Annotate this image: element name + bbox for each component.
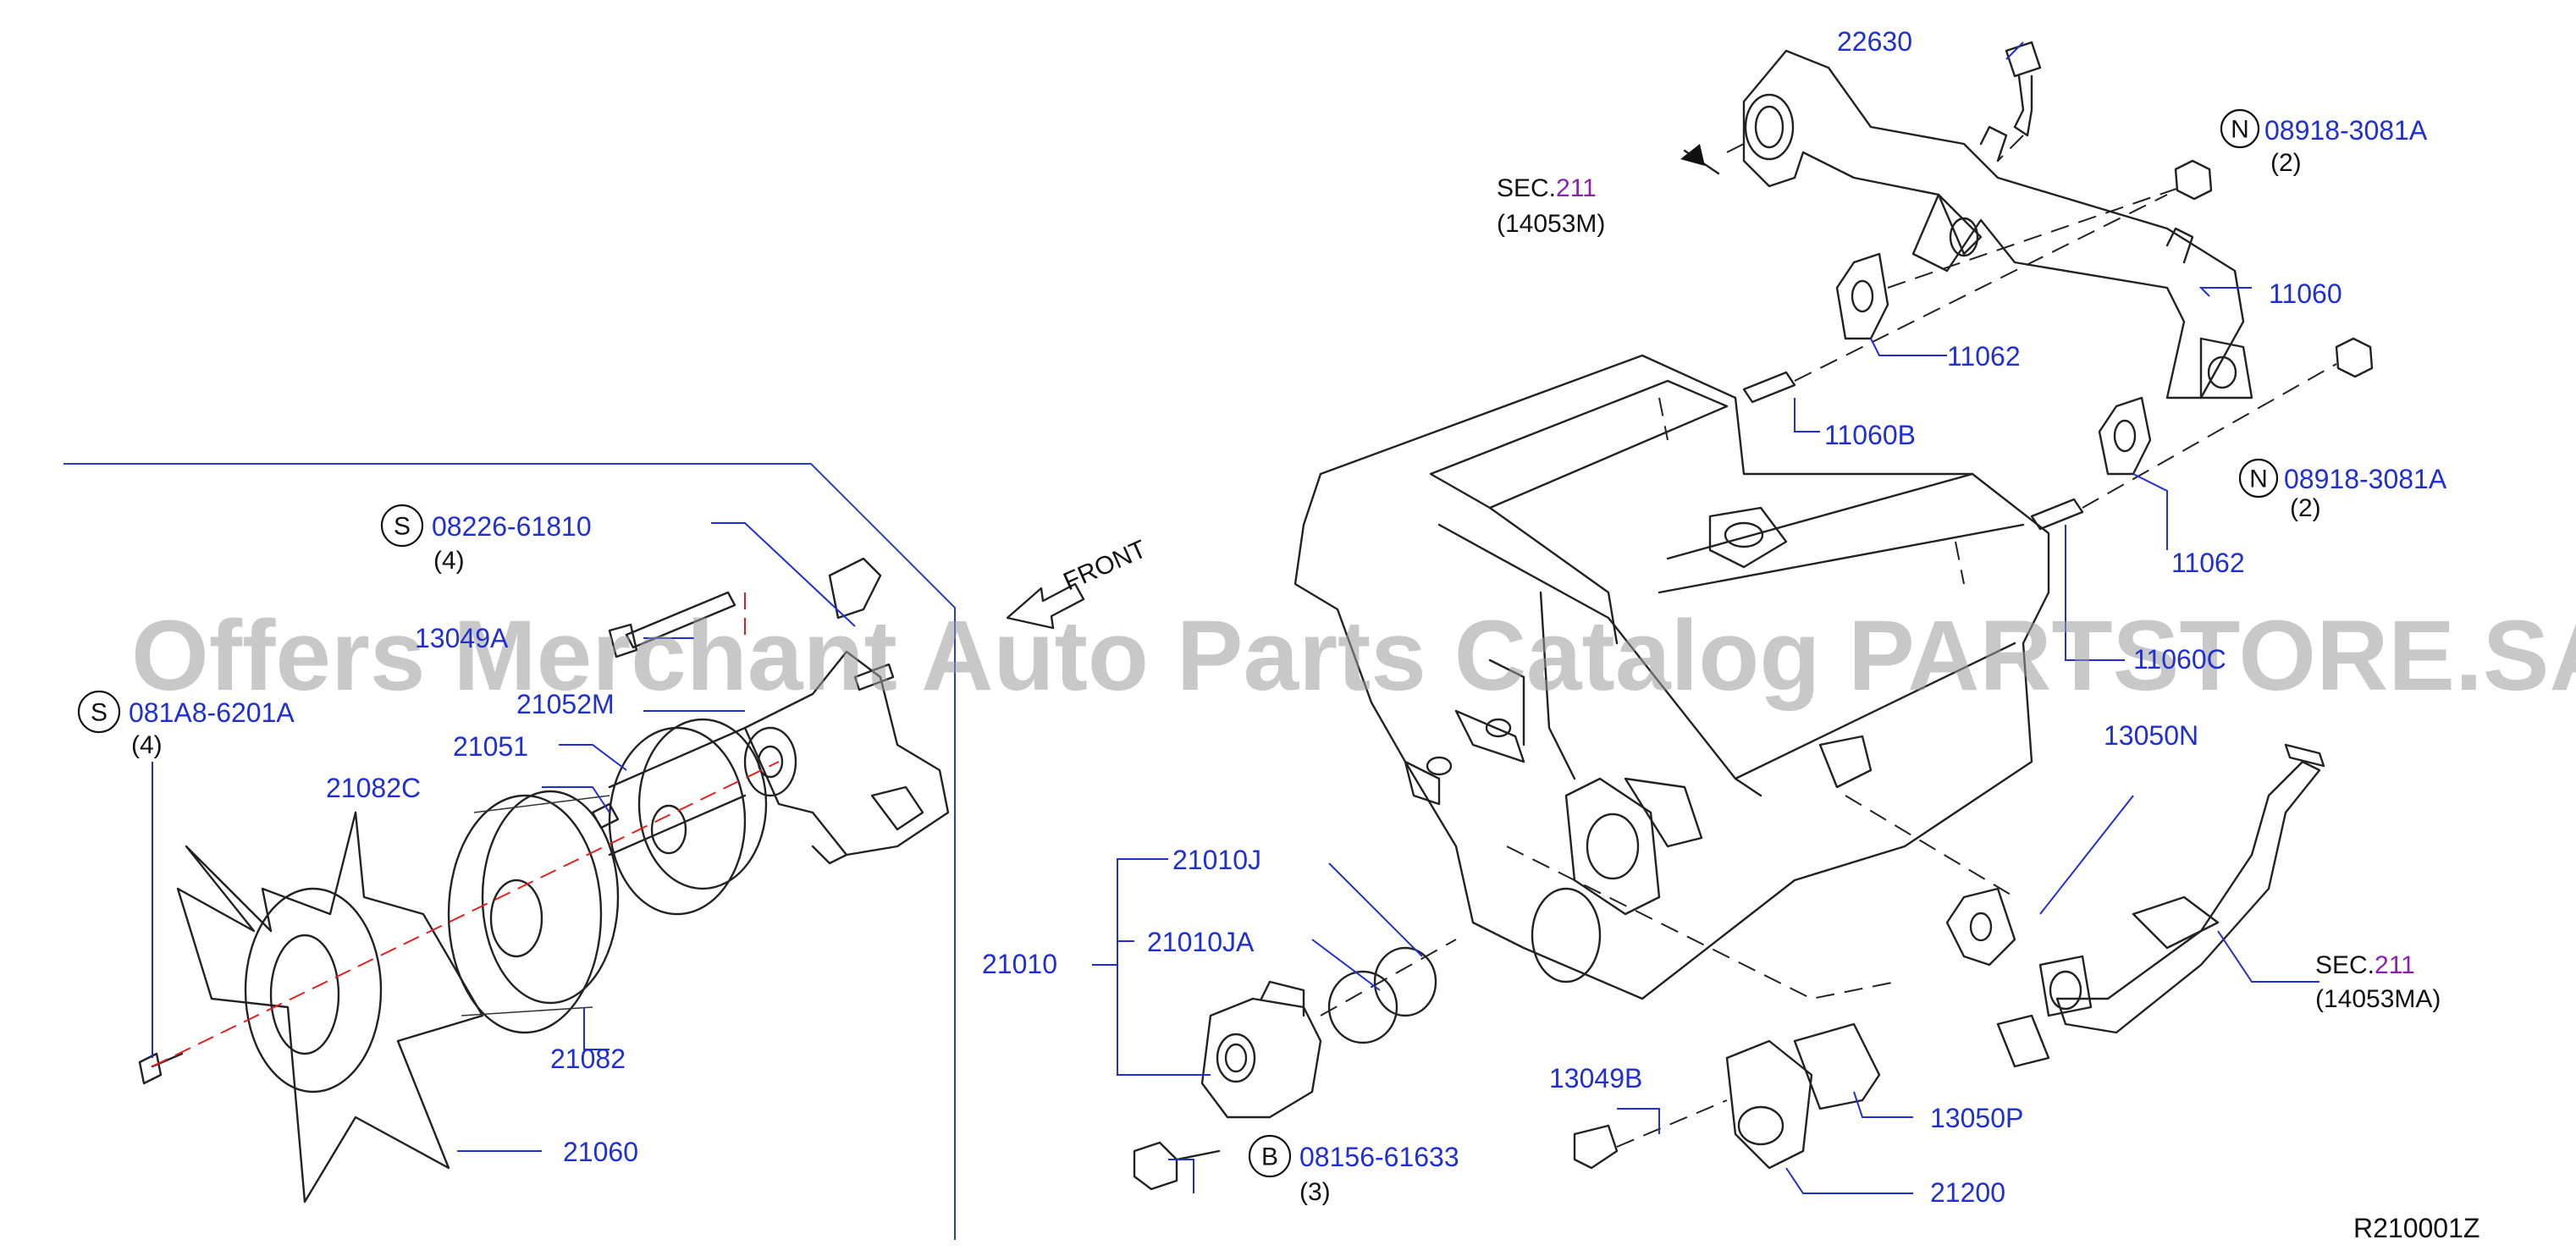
part-label-21082: 21082 [550, 1044, 626, 1074]
part-label-11060c: 11060C [2133, 644, 2226, 675]
leader-lines [152, 41, 2320, 1194]
fan-assembly-panel-border [63, 463, 956, 1240]
ref-badge: B [1261, 1143, 1278, 1171]
sec-ref: (14053MA) [2315, 985, 2441, 1013]
part-label-11060b: 11060B [1824, 420, 1916, 450]
part-label-11060: 11060 [2269, 278, 2342, 309]
fan-pulley-drawing [608, 718, 768, 916]
ref-qty: (3) [1299, 1178, 1331, 1206]
fan-coupling-drawing [447, 790, 620, 1034]
svg-text:SEC.211: SEC.211 [2315, 951, 2415, 979]
ref-code: 08918-3081A [2284, 464, 2447, 494]
part-label-21010ja: 21010JA [1147, 927, 1255, 957]
ref-n-mid: N 08918-3081A (2) [2238, 458, 2447, 522]
part-label-11062-upper: 11062 [1947, 341, 2021, 372]
engine-block-drawing [1294, 354, 2050, 1000]
part-label-21082c: 21082C [326, 773, 421, 803]
part-label-21010j: 21010J [1172, 845, 1261, 875]
ref-badge: N [2231, 116, 2249, 144]
part-label-21051: 21051 [453, 731, 528, 762]
part-label-13049b: 13049B [1549, 1063, 1642, 1093]
ref-qty: (2) [2270, 149, 2302, 177]
thermostat-housing-drawing [1573, 1022, 1881, 1170]
part-label-11062-lower: 11062 [2171, 548, 2245, 578]
section-ref-right: SEC.211 (14053MA) [2315, 951, 2441, 1013]
ref-qty: (4) [131, 731, 163, 759]
water-pump-bracket-drawing [743, 557, 950, 865]
ref-badge: N [2249, 465, 2268, 493]
front-label: FRONT [1059, 535, 1150, 596]
sec-number: 211 [2375, 951, 2415, 979]
ref-b-bottom: B 08156-61633 (3) [1248, 1134, 1459, 1206]
ref-code: 081A8-6201A [129, 697, 295, 728]
part-label-21010: 21010 [982, 949, 1057, 979]
part-label-21060: 21060 [563, 1137, 638, 1167]
sec-number: 211 [1556, 174, 1597, 202]
ref-code: 08918-3081A [2264, 115, 2428, 146]
diagram-code: R210001Z [2353, 1213, 2479, 1243]
part-label-13049a: 13049A [415, 623, 509, 653]
ref-qty: (4) [433, 547, 465, 575]
sec-prefix: SEC. [2315, 951, 2375, 979]
ref-s-top: S 08226-61810 (4) [380, 504, 592, 575]
part-label-21052m: 21052M [516, 689, 615, 719]
ref-badge: S [394, 513, 411, 541]
fan-assembly-axis [152, 592, 780, 1067]
watermark-text: Offers Merchant Auto Parts Catalog PARTS… [131, 600, 2576, 712]
part-label-21200: 21200 [1930, 1177, 2005, 1208]
ref-n-top: N 08918-3081A (2) [2220, 108, 2428, 177]
sec-prefix: SEC. [1497, 174, 1556, 202]
sec-ref: (14053M) [1497, 210, 1605, 238]
ref-s-left: S 081A8-6201A (4) [77, 690, 295, 759]
part-label-13050p: 13050P [1930, 1103, 2023, 1133]
cooling-fan-drawing [176, 811, 484, 1204]
ref-code: 08156-61633 [1299, 1142, 1459, 1172]
svg-text:SEC.211: SEC.211 [1497, 174, 1597, 202]
part-label-22630: 22630 [1837, 26, 1912, 57]
water-pump-drawing [1133, 939, 1457, 1191]
ref-badge: S [91, 699, 108, 727]
part-label-13050n: 13050N [2104, 720, 2198, 751]
water-inlet-pipe-drawing [1945, 743, 2325, 1068]
ref-qty: (2) [2290, 494, 2321, 522]
section-ref-top: SEC.211 (14053M) [1497, 174, 1605, 238]
ref-code: 08226-61810 [432, 511, 592, 542]
